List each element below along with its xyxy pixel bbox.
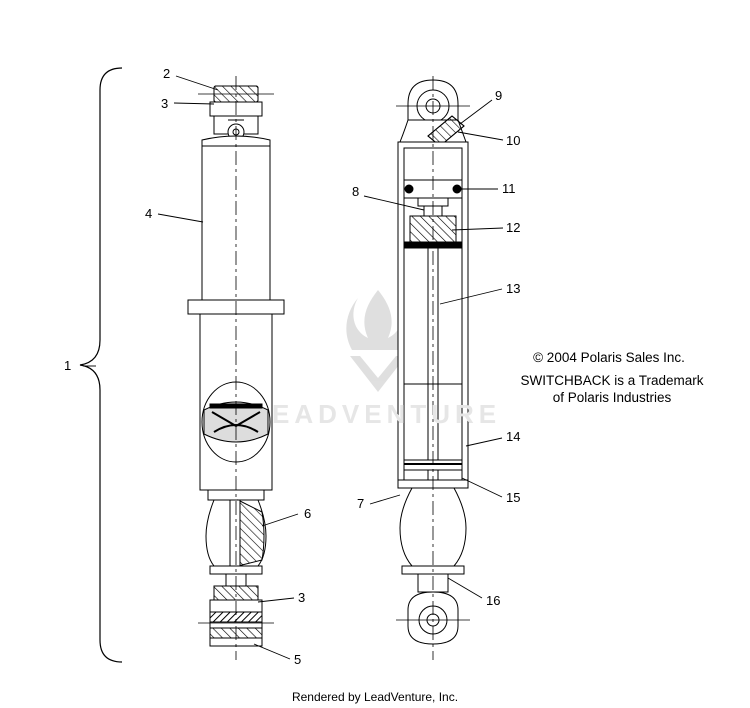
callout-7: 7 xyxy=(357,496,364,511)
footer-credit: Rendered by LeadVenture, Inc. xyxy=(291,690,459,704)
callout-4: 4 xyxy=(145,206,152,221)
callout-3-bottom: 3 xyxy=(298,590,305,605)
callout-16: 16 xyxy=(486,593,500,608)
right-shock xyxy=(396,76,470,660)
callout-14: 14 xyxy=(506,429,520,444)
callout-10: 10 xyxy=(506,133,520,148)
watermark-logo xyxy=(346,290,410,392)
copyright-note: © 2004 Polaris Sales Inc. xyxy=(533,350,685,365)
callout-15: 15 xyxy=(506,490,520,505)
callout-13: 13 xyxy=(506,281,520,296)
callout-2: 2 xyxy=(163,66,170,81)
left-shock xyxy=(187,76,285,660)
callout-8: 8 xyxy=(352,184,359,199)
callout-9: 9 xyxy=(495,88,502,103)
callout-1: 1 xyxy=(64,358,71,373)
callout-6: 6 xyxy=(304,506,311,521)
callout-labels: 1 2 3 4 6 3 5 9 10 8 11 12 13 14 7 15 16 xyxy=(64,66,520,667)
trademark-note-line1: SWITCHBACK is a Trademark xyxy=(520,373,704,388)
callout-3-top: 3 xyxy=(161,96,168,111)
callout-12: 12 xyxy=(506,220,520,235)
trademark-note-line2: of Polaris Industries xyxy=(552,390,672,405)
watermark-text: EADVENTURE xyxy=(272,399,502,429)
leader-lines xyxy=(83,75,504,660)
callout-11: 11 xyxy=(502,181,516,196)
callout-5: 5 xyxy=(294,652,301,667)
assembly-bracket xyxy=(79,67,123,663)
